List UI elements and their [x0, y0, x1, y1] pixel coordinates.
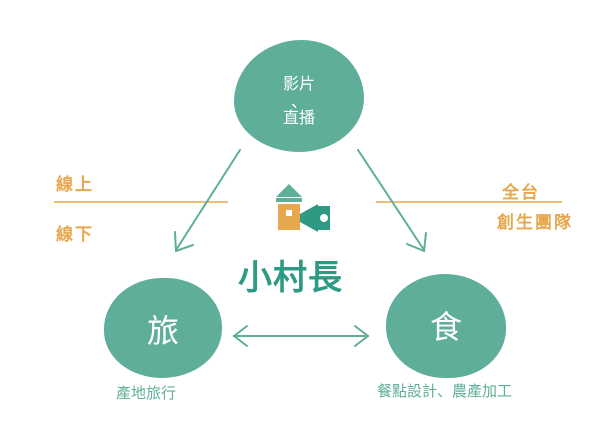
node-video-livestream: 影片 、 直播 [234, 40, 364, 152]
node-travel-label: 旅 [146, 312, 179, 350]
arrow-top-to-right [357, 149, 427, 253]
node-top-line1: 影片 [282, 74, 315, 93]
label-offline: 線下 [56, 225, 94, 245]
caption-travel: 產地旅行 [116, 384, 177, 402]
node-top-line3: 直播 [282, 108, 315, 127]
arrow-left-right [232, 325, 370, 347]
caption-food: 餐點設計、農產加工 [377, 382, 513, 400]
label-online: 線上 [56, 175, 94, 195]
node-top-line2: 、 [290, 92, 307, 111]
node-food-label: 食 [429, 308, 462, 346]
label-revitalization-team: 創生團隊 [497, 213, 573, 233]
label-nationwide: 全台 [502, 183, 540, 203]
node-food: 食 [386, 274, 506, 378]
arrow-top-to-left [174, 149, 241, 253]
logo-text: 小村長 [238, 258, 343, 298]
village-chief-megaphone-icon [276, 184, 330, 232]
node-travel: 旅 [104, 278, 222, 378]
